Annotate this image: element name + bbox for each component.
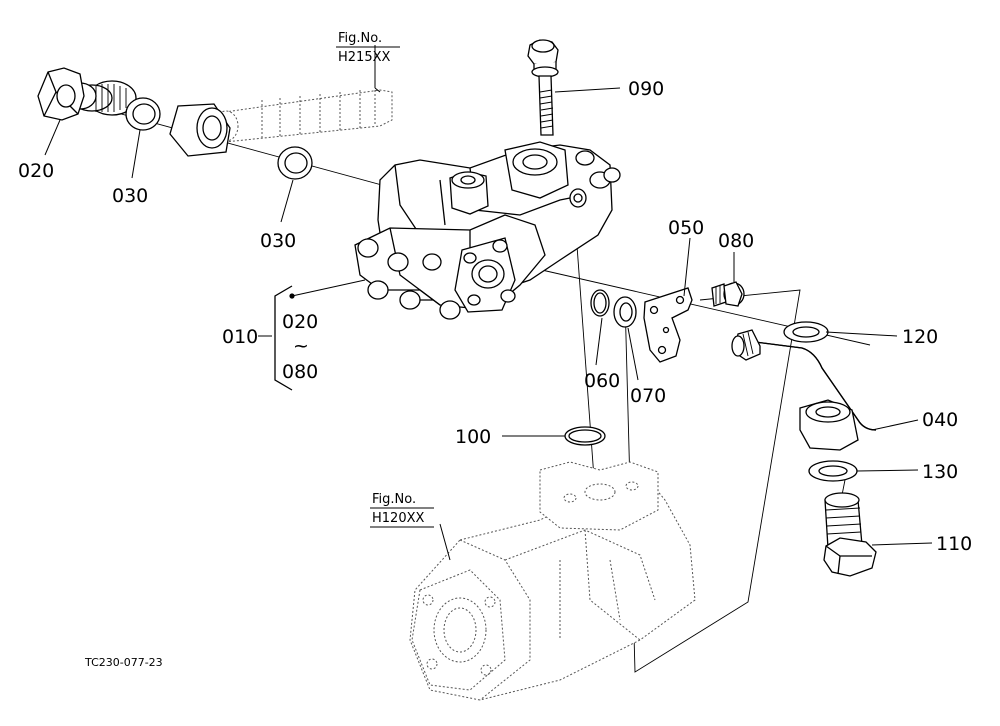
- label-070: 070: [630, 385, 666, 407]
- drawing-code: TC230-077-23: [84, 656, 163, 669]
- label-040: 040: [922, 409, 958, 431]
- label-130: 130: [922, 461, 958, 483]
- part-020-banjo-bolt: [37, 67, 137, 121]
- label-060: 060: [584, 370, 620, 392]
- label-030-left: 030: [112, 185, 148, 207]
- label-range-tilde: ~: [293, 335, 309, 357]
- label-010: 010: [222, 326, 258, 348]
- figure-ref-top: Fig.No. H215XX: [336, 31, 400, 65]
- label-030-middle: 030: [260, 230, 296, 252]
- part-080-plug: [711, 281, 745, 307]
- part-labels: 020 030 030 090 050 080 120 010 020 ~ 08…: [18, 78, 972, 555]
- figure-ref-bottom-line2: H120XX: [372, 511, 424, 526]
- part-060-o-ring: [590, 289, 610, 317]
- label-120: 120: [902, 326, 938, 348]
- label-range-end-080: 080: [282, 361, 318, 383]
- label-090: 090: [628, 78, 664, 100]
- part-010-valve-body: [354, 141, 621, 320]
- label-020: 020: [18, 160, 54, 182]
- leader-lines: [44, 45, 933, 561]
- part-030-washer-middle: [277, 146, 313, 180]
- part-100-o-ring: [564, 426, 606, 446]
- part-110-banjo-bolt: [823, 492, 877, 577]
- part-050-bracket: [643, 287, 693, 363]
- part-120-washer: [783, 321, 829, 343]
- range-bullet: [289, 293, 295, 299]
- label-110: 110: [936, 533, 972, 555]
- label-range-start-020: 020: [282, 311, 318, 333]
- ghost-pump-h120xx: [409, 461, 696, 701]
- figure-ref-bottom: Fig.No. H120XX: [370, 492, 434, 528]
- ghost-spool-h215xx: [169, 89, 393, 157]
- part-040-pipe: [731, 329, 877, 451]
- part-130-washer: [808, 460, 858, 482]
- figure-ref-top-line1: Fig.No.: [338, 31, 382, 46]
- label-100: 100: [455, 426, 491, 448]
- label-050: 050: [668, 217, 704, 239]
- figure-ref-top-line2: H215XX: [338, 50, 390, 65]
- part-090-bolt: [527, 39, 559, 136]
- part-030-washer-left: [125, 97, 161, 131]
- label-080: 080: [718, 230, 754, 252]
- range-bracket-010: [274, 285, 295, 391]
- figure-ref-bottom-line1: Fig.No.: [372, 492, 416, 507]
- part-070-washer: [613, 296, 637, 328]
